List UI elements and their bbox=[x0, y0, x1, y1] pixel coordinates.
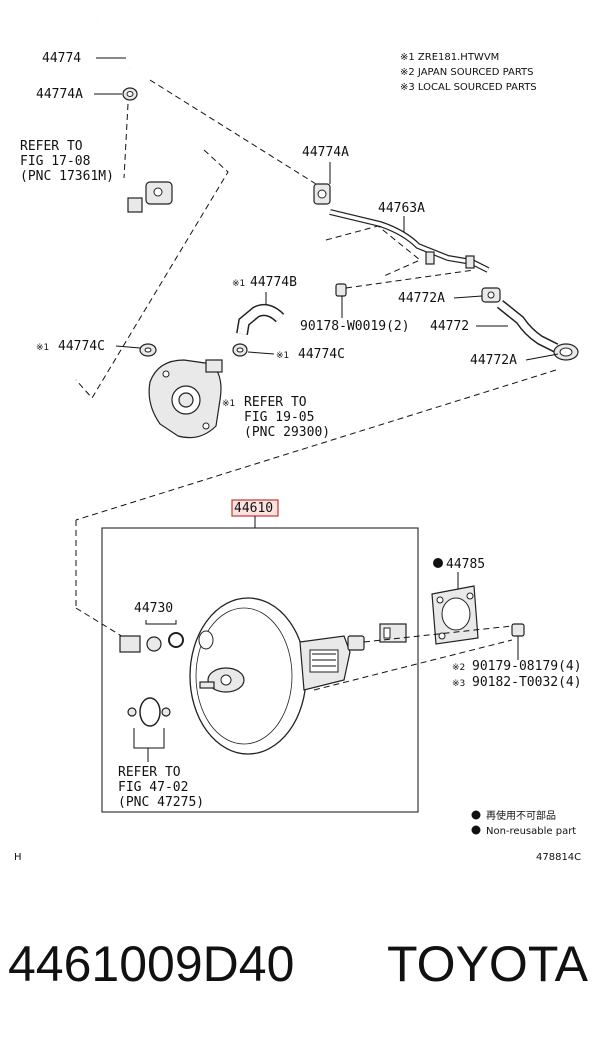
label-44774a-top: 44774A bbox=[36, 87, 83, 102]
part-number: 4461009D40 bbox=[8, 936, 295, 992]
label-44774c-left: 44774C bbox=[58, 339, 105, 354]
refer-47-02-line3: (PNC 47275) bbox=[118, 795, 204, 810]
label-44772: 44772 bbox=[430, 319, 469, 334]
label-44774c-right: 44774C bbox=[298, 347, 345, 362]
hose-manifold-illustration bbox=[23, 177, 173, 252]
label-44774b: 44774B bbox=[250, 275, 297, 290]
refer-17-08-line2: FIG 17-08 bbox=[20, 154, 90, 169]
pipe-44763a-illustration bbox=[329, 209, 490, 273]
parts-diagram: ※1 ZRE181.HTWVM ※2 JAPAN SOURCED PARTS ※… bbox=[14, 13, 582, 863]
label-44610: 44610 bbox=[234, 501, 273, 516]
note-2: ※2 JAPAN SOURCED PARTS bbox=[400, 67, 534, 78]
clip-44772a-lower-illustration bbox=[553, 343, 579, 361]
corner-right: 478814C bbox=[536, 852, 581, 863]
refer-47-02-line2: FIG 47-02 bbox=[118, 780, 188, 795]
note-3: ※3 LOCAL SOURCED PARTS bbox=[400, 82, 537, 93]
refer-19-05-line2: FIG 19-05 bbox=[244, 410, 314, 425]
mark-90182: ※3 bbox=[452, 679, 465, 689]
clip-44772a-upper-illustration bbox=[481, 287, 501, 303]
legend-dot-en bbox=[471, 825, 481, 835]
clip-44774c-left-illustration bbox=[139, 343, 157, 357]
label-44785: 44785 bbox=[446, 557, 485, 572]
label-44772a-lower: 44772A bbox=[470, 353, 517, 368]
hose-44774b-illustration bbox=[236, 304, 285, 335]
label-44772a-upper: 44772A bbox=[398, 291, 445, 306]
mark-refer-19-05: ※1 bbox=[222, 399, 235, 409]
mark-44774b: ※1 bbox=[232, 279, 245, 289]
hose-44774-illustration bbox=[95, 13, 140, 70]
mark-90179: ※2 bbox=[452, 663, 465, 673]
corner-left: H bbox=[14, 852, 22, 863]
label-44774a-mid: 44774A bbox=[302, 145, 349, 160]
refer-17-08-line3: (PNC 17361M) bbox=[20, 169, 114, 184]
label-44763a: 44763A bbox=[378, 201, 425, 216]
clip-44774a-mid-illustration bbox=[313, 183, 331, 205]
nut-illustration bbox=[511, 623, 525, 637]
mark-44774c-right: ※1 bbox=[276, 351, 289, 361]
product-footer: 4461009D40 TOYOTA bbox=[0, 935, 600, 1005]
label-90179: 90179-08179(4) bbox=[472, 659, 582, 674]
gasket-44785-illustration bbox=[431, 585, 479, 645]
clip-44774c-right-illustration bbox=[232, 343, 248, 357]
brake-booster-illustration bbox=[189, 597, 365, 755]
legend-en: Non-reusable part bbox=[486, 826, 576, 837]
booster-group-frame bbox=[101, 527, 419, 813]
mark-44774c-left: ※1 bbox=[36, 343, 49, 353]
brand-name: TOYOTA bbox=[387, 936, 588, 992]
bolt-90178-illustration bbox=[335, 283, 347, 297]
refer-17-08-line1: REFER TO bbox=[20, 139, 83, 154]
grommet-illustration bbox=[127, 697, 171, 727]
note-1: ※1 ZRE181.HTWVM bbox=[400, 52, 499, 63]
legend-dot-jp bbox=[471, 810, 481, 820]
hose-44772-illustration bbox=[496, 300, 559, 353]
label-44774: 44774 bbox=[42, 51, 81, 66]
refer-47-02-line1: REFER TO bbox=[118, 765, 181, 780]
label-90178: 90178-W0019(2) bbox=[300, 319, 410, 334]
label-44730: 44730 bbox=[134, 601, 173, 616]
refer-19-05-line1: REFER TO bbox=[244, 395, 307, 410]
non-reusable-dot-44785 bbox=[433, 558, 443, 568]
legend-jp: 再使用不可部品 bbox=[486, 809, 556, 822]
check-valve-44730-illustration bbox=[119, 632, 184, 653]
label-90182: 90182-T0032(4) bbox=[472, 675, 582, 690]
vacuum-pump-illustration bbox=[148, 359, 223, 439]
clevis-illustration bbox=[379, 623, 407, 643]
refer-19-05-line3: (PNC 29300) bbox=[244, 425, 330, 440]
clip-44774a-illustration bbox=[122, 87, 138, 101]
